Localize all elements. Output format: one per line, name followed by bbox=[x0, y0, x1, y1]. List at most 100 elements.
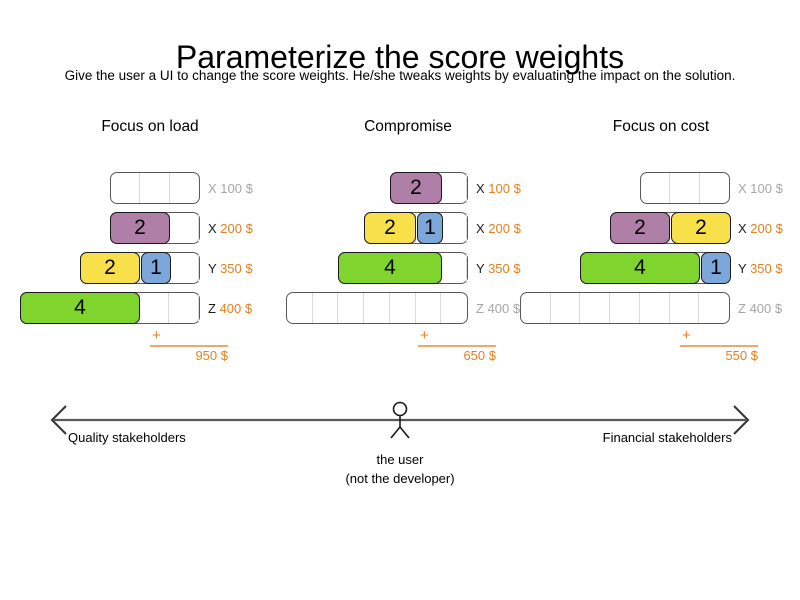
weight-row-key: Y bbox=[476, 260, 489, 276]
weight-block-green[interactable]: 4 bbox=[338, 252, 442, 284]
weight-track-cell[interactable] bbox=[169, 293, 200, 323]
weight-slider-track[interactable] bbox=[640, 172, 730, 204]
weight-track-cell[interactable] bbox=[670, 173, 700, 203]
weight-row-label: Z 400 $ bbox=[208, 302, 252, 315]
weight-block-value: 4 bbox=[634, 256, 646, 279]
weight-slider-track[interactable]: 4 bbox=[20, 292, 200, 324]
weight-block-value: 1 bbox=[710, 256, 722, 279]
weight-track-area: 4 bbox=[10, 292, 200, 324]
weight-block-blue[interactable]: 1 bbox=[701, 252, 731, 284]
weight-track-cell[interactable] bbox=[170, 173, 199, 203]
weight-track-cell[interactable] bbox=[699, 293, 729, 323]
weight-row-label: Z 400 $ bbox=[476, 302, 520, 315]
weight-block-blue[interactable]: 1 bbox=[417, 212, 443, 244]
weight-track-cell[interactable] bbox=[170, 213, 199, 243]
weight-block-purple[interactable]: 2 bbox=[390, 172, 442, 204]
weight-track-cell[interactable] bbox=[442, 213, 467, 243]
weight-track-cell[interactable] bbox=[364, 293, 390, 323]
panel-total: +550 $ bbox=[680, 327, 758, 363]
weight-block-blue[interactable]: 1 bbox=[141, 252, 171, 284]
weight-track-cell[interactable] bbox=[390, 293, 416, 323]
weight-block-green[interactable]: 4 bbox=[20, 292, 140, 324]
weight-row-label: Y 350 $ bbox=[208, 262, 253, 275]
weight-row-price: 200 $ bbox=[220, 220, 253, 236]
weight-block-value: 2 bbox=[384, 216, 396, 239]
weight-slider-track[interactable] bbox=[110, 172, 200, 204]
total-plus-sign: + bbox=[682, 327, 691, 344]
weight-row-label: X 100 $ bbox=[208, 182, 253, 195]
weight-track-area: 2 bbox=[268, 172, 468, 204]
weight-row-label: Z 400 $ bbox=[738, 302, 782, 315]
stakeholder-spectrum: Quality stakeholders Financial stakehold… bbox=[40, 400, 760, 500]
weight-block-value: 2 bbox=[634, 216, 646, 239]
weight-row-price: 350 $ bbox=[220, 260, 253, 276]
weight-track-cell[interactable] bbox=[441, 253, 467, 283]
weight-row: Z 400 $ bbox=[520, 288, 800, 328]
weight-track-cell[interactable] bbox=[641, 173, 671, 203]
weight-track-cell[interactable] bbox=[521, 293, 551, 323]
weight-row: X 100 $ bbox=[522, 168, 800, 208]
weight-slider-track[interactable] bbox=[286, 292, 468, 324]
weight-row-key: X bbox=[476, 180, 489, 196]
weight-block-purple[interactable]: 2 bbox=[610, 212, 670, 244]
weight-slider-track[interactable]: 2 bbox=[110, 212, 200, 244]
panel-title: Compromise bbox=[364, 118, 452, 135]
weight-row-price: 400 $ bbox=[487, 300, 521, 316]
weight-row-price: 350 $ bbox=[488, 260, 521, 276]
weight-track-cell[interactable] bbox=[416, 293, 442, 323]
spectrum-label-right: Financial stakeholders bbox=[602, 430, 732, 445]
weight-block-value: 1 bbox=[424, 216, 436, 239]
weight-track-area bbox=[520, 292, 730, 324]
weight-block-purple[interactable]: 2 bbox=[110, 212, 170, 244]
weight-track-cell[interactable] bbox=[170, 253, 199, 283]
weight-row-price: 100 $ bbox=[488, 180, 521, 196]
weight-slider-track[interactable]: 2 bbox=[390, 172, 468, 204]
weight-block-value: 4 bbox=[74, 296, 86, 319]
page-title: Parameterize the score weights bbox=[175, 39, 625, 76]
total-rule bbox=[418, 345, 496, 347]
spectrum-axis bbox=[50, 401, 750, 439]
weight-track-area bbox=[10, 172, 200, 204]
weight-track-cell[interactable] bbox=[610, 293, 640, 323]
weight-slider-track[interactable]: 4 bbox=[338, 252, 468, 284]
weight-track-cell[interactable] bbox=[111, 173, 141, 203]
panel-title: Focus on cost bbox=[612, 118, 710, 135]
weight-track-cell[interactable] bbox=[700, 173, 729, 203]
weight-track-cell[interactable] bbox=[313, 293, 339, 323]
weight-block-yellow[interactable]: 2 bbox=[364, 212, 416, 244]
weight-track-cell[interactable] bbox=[140, 293, 170, 323]
weight-block-green[interactable]: 4 bbox=[580, 252, 700, 284]
weight-track-cell[interactable] bbox=[670, 293, 700, 323]
weight-row-label: Y 350 $ bbox=[476, 262, 521, 275]
weight-track-area: 4 bbox=[268, 252, 468, 284]
weight-row-price: 400 $ bbox=[749, 300, 783, 316]
weight-track-cell[interactable] bbox=[442, 173, 467, 203]
weight-row-key: Z bbox=[208, 300, 220, 316]
weight-track-cell[interactable] bbox=[640, 293, 670, 323]
weight-track-cell[interactable] bbox=[441, 293, 467, 323]
weight-slider-track[interactable] bbox=[520, 292, 730, 324]
weight-row-label: X 200 $ bbox=[476, 222, 521, 235]
weight-block-value: 2 bbox=[104, 256, 116, 279]
weight-row-price: 200 $ bbox=[750, 220, 783, 236]
weight-track-cell[interactable] bbox=[580, 293, 611, 323]
weight-block-yellow[interactable]: 2 bbox=[671, 212, 731, 244]
user-caption-line-2: (not the developer) bbox=[345, 471, 455, 486]
weight-block-group: 2 bbox=[110, 212, 170, 244]
weight-block-yellow[interactable]: 2 bbox=[80, 252, 140, 284]
weight-track-cell[interactable] bbox=[140, 173, 170, 203]
panel-title: Focus on load bbox=[101, 118, 199, 135]
weight-track-cell[interactable] bbox=[287, 293, 313, 323]
weight-track-cell[interactable] bbox=[338, 293, 365, 323]
weight-track-cell[interactable] bbox=[551, 293, 581, 323]
